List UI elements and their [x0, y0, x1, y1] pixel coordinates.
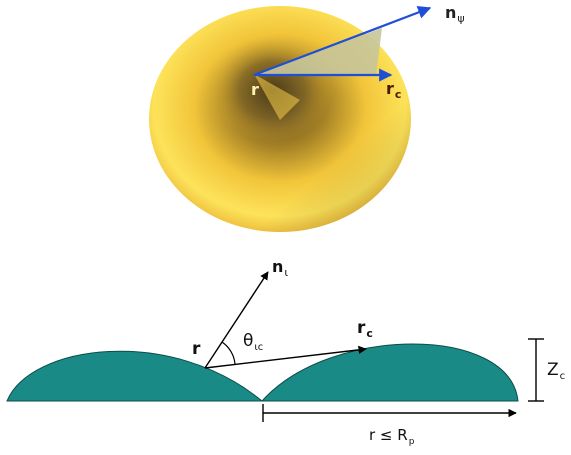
caps-figure — [6, 271, 544, 422]
label-theta: θιc — [243, 331, 264, 353]
vector-npsi — [253, 6, 432, 77]
label-r-bottom: r — [192, 339, 201, 359]
label-zc: Zc — [547, 360, 566, 382]
label-rc-bottom: rc — [357, 318, 373, 340]
torus-seam — [254, 74, 300, 120]
label-rp: r ≤ Rp — [369, 426, 415, 447]
label-r-top: r — [251, 80, 259, 99]
vector-nl — [204, 271, 269, 369]
torus-figure — [149, 6, 432, 232]
theta-arc — [221, 341, 236, 365]
label-rc-top: rc — [386, 79, 402, 101]
label-npsi: nψ — [445, 3, 465, 25]
left-cap — [6, 350, 264, 402]
vector-rc-bottom — [204, 345, 367, 369]
right-cap — [260, 343, 519, 402]
label-nl: nι — [272, 257, 289, 279]
